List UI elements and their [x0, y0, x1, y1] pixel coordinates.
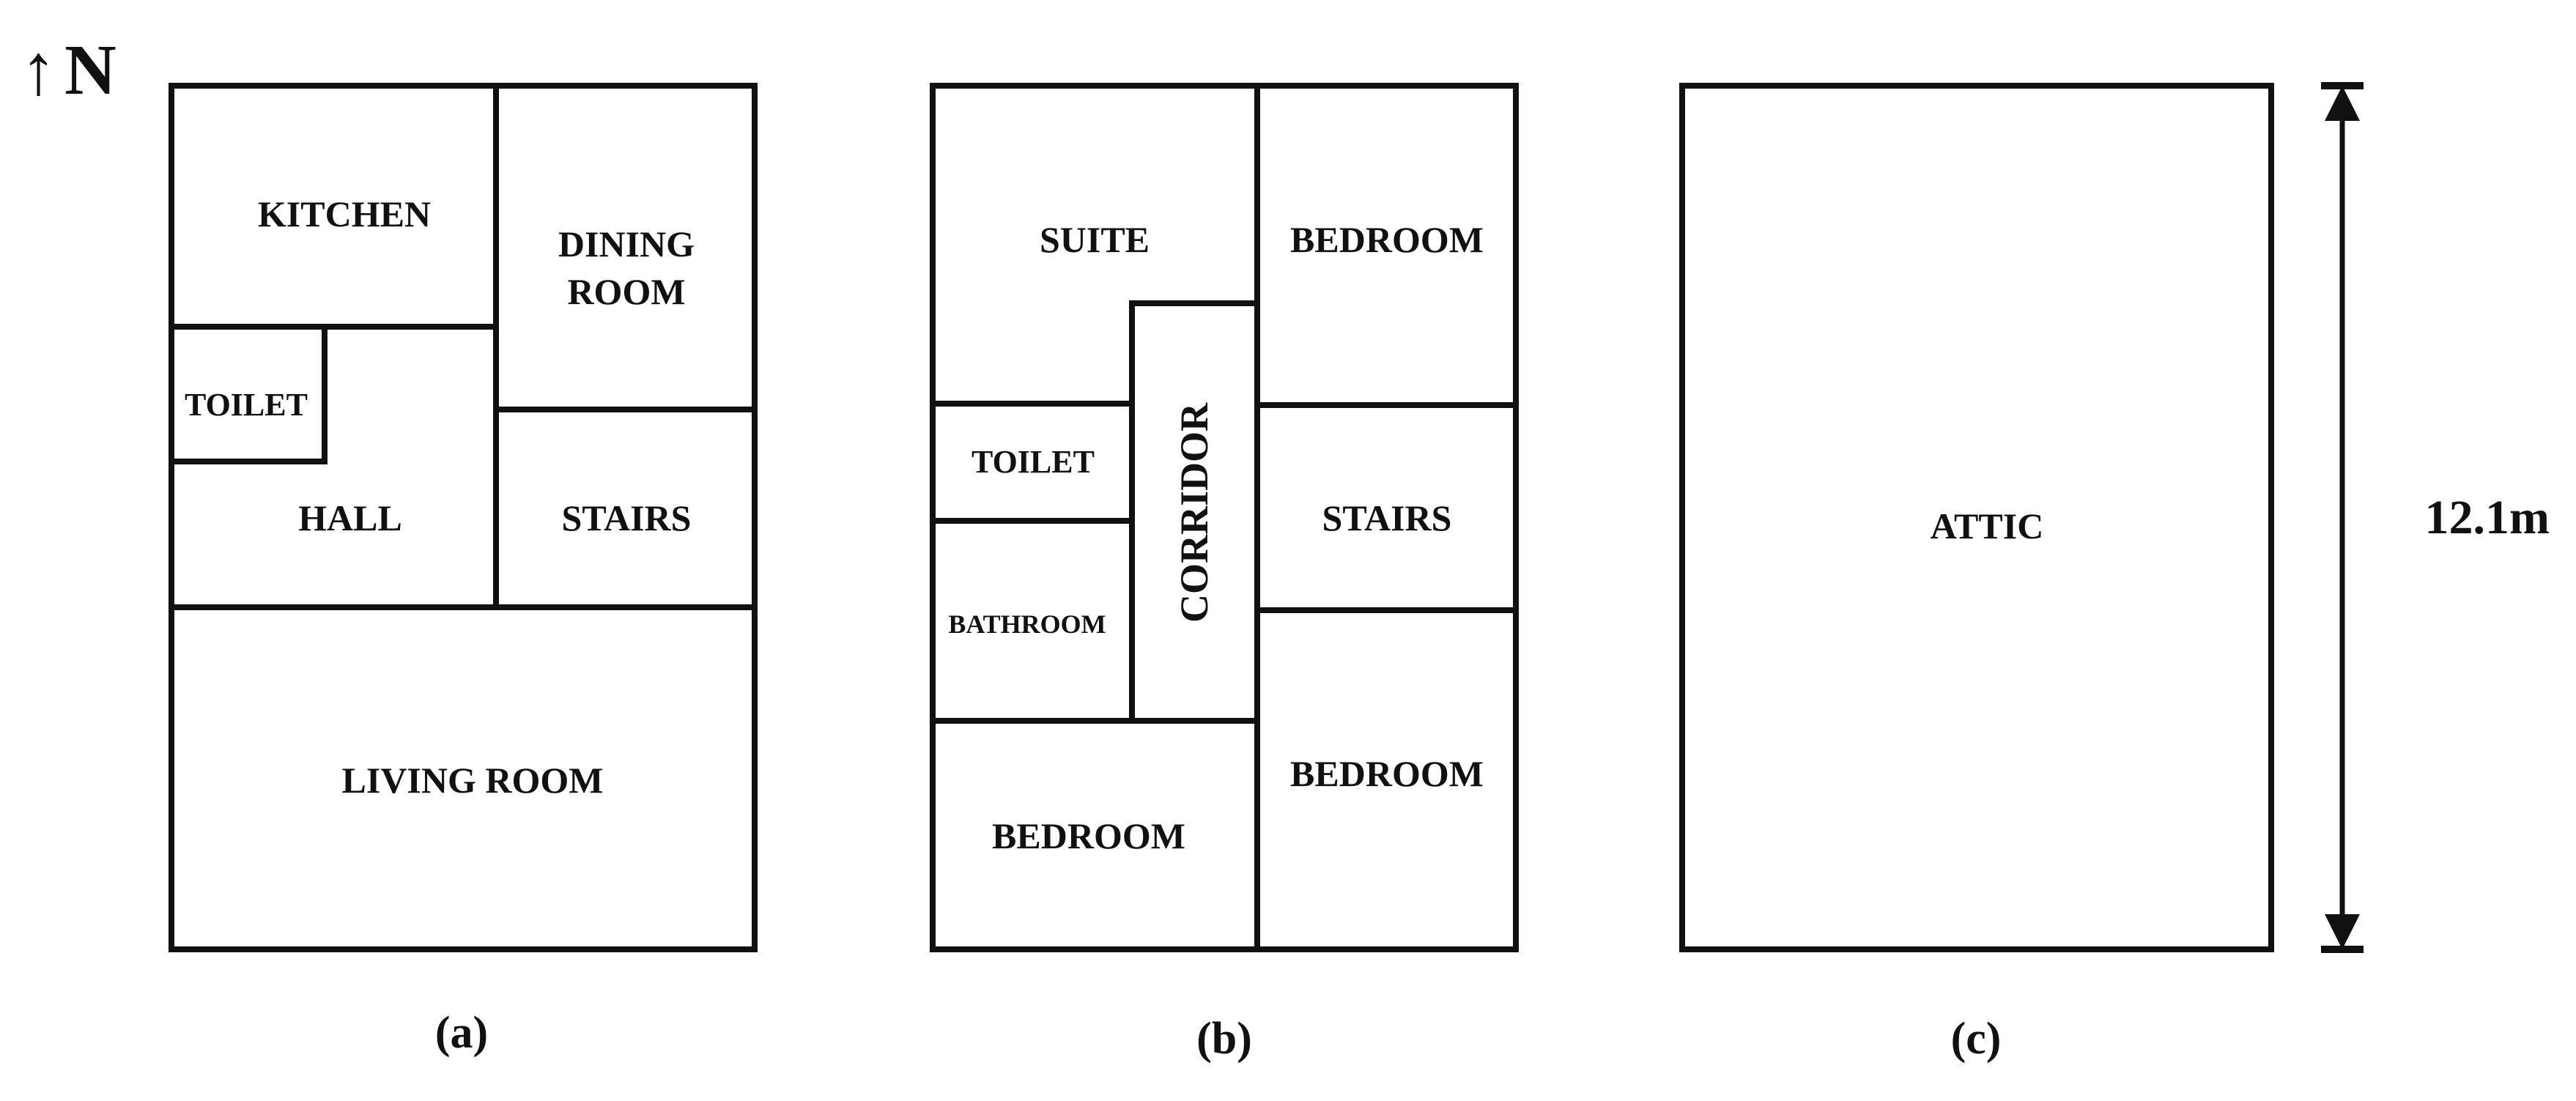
room-label: STAIRS — [562, 497, 692, 538]
room-label: HALL — [298, 497, 402, 538]
plan-c-outline — [1679, 83, 2274, 952]
room-label: SUITE — [1040, 219, 1150, 260]
dimension-line — [2321, 82, 2364, 953]
room-label: TOILET — [971, 444, 1095, 480]
room-label: BATHROOM — [948, 609, 1106, 639]
room-label: CORRIDOR — [1172, 402, 1216, 623]
room-label: KITCHEN — [258, 193, 431, 234]
plan-a — [169, 83, 758, 952]
room-label: DINING — [558, 223, 695, 264]
room-label: STAIRS — [1322, 497, 1452, 538]
room-label: BEDROOM — [1290, 753, 1484, 794]
north-label: N — [64, 31, 116, 110]
plan-b — [930, 83, 1519, 952]
plan-a-wall — [171, 327, 327, 464]
arrow-up-icon — [2325, 86, 2360, 121]
room-label: LIVING ROOM — [342, 760, 604, 801]
caption-a: (a) — [435, 1008, 488, 1058]
plan-b-corridor-wall — [1129, 300, 1257, 721]
plan-c — [1679, 83, 2274, 952]
caption-c: (c) — [1951, 1014, 2002, 1064]
room-label: TOILET — [185, 387, 308, 423]
arrow-down-icon — [2325, 914, 2360, 949]
plan-a-labels: KITCHEN DINING ROOM TOILET HALL STAIRS L… — [185, 193, 695, 801]
plan-b-labels: SUITE BEDROOM TOILET CORRIDOR STAIRS BAT… — [948, 219, 1484, 856]
north-indicator: ↑ N — [21, 31, 116, 110]
caption-b: (b) — [1196, 1014, 1252, 1064]
room-label: ATTIC — [1931, 505, 2044, 546]
plan-a-outline — [169, 83, 758, 952]
plan-b-outline — [930, 83, 1519, 952]
room-label: ROOM — [567, 271, 685, 312]
dimension-label: 12.1m — [2425, 491, 2550, 544]
north-arrow-icon: ↑ — [21, 31, 56, 110]
room-label: BEDROOM — [1290, 219, 1484, 260]
room-label: BEDROOM — [992, 815, 1185, 856]
